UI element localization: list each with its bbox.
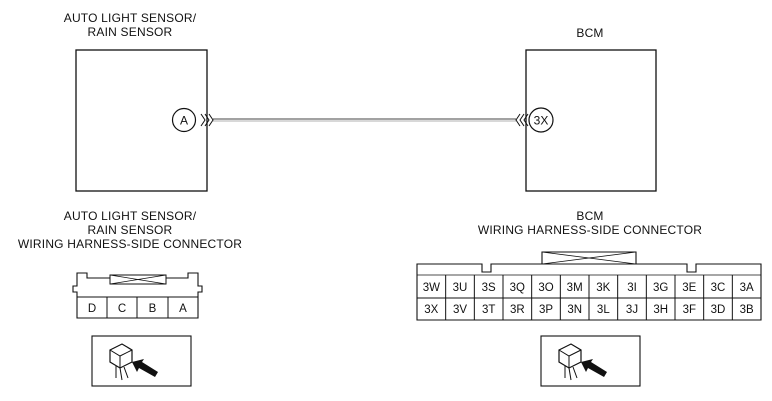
- bcm-box: [525, 49, 657, 192]
- bcm-pin: 3N: [567, 304, 582, 316]
- sensor-pin: B: [149, 303, 157, 315]
- bcm-pin: 3F: [683, 304, 696, 316]
- sensor-title-line-1: AUTO LIGHT SENSOR/: [63, 11, 197, 25]
- bcm-pin: 3R: [510, 304, 525, 316]
- bcm-pin: 3P: [539, 304, 553, 316]
- sensor-pin: A: [179, 303, 187, 315]
- bcm-pin: 3H: [653, 304, 668, 316]
- sensor-connector-title-line-2: RAIN SENSOR: [87, 223, 173, 237]
- bcm-pin: 3C: [711, 282, 726, 294]
- sensor-terminal-circle: [171, 107, 197, 133]
- bcm-title: BCM: [576, 26, 604, 40]
- sensor-terminal-label: A: [180, 114, 188, 128]
- bcm-connector-title: BCM WIRING HARNESS-SIDE CONNECTOR: [430, 209, 750, 237]
- bcm-pin: 3Q: [510, 282, 525, 294]
- connector-view-arrow-icon: [540, 335, 641, 387]
- bcm-pin: 3T: [482, 304, 495, 316]
- bcm-connector-face: 3W 3U 3S 3Q 3O 3M 3K 3I 3G 3E 3C 3A 3X 3V 3T 3R 3P 3N 3L 3J…: [416, 251, 762, 321]
- bcm-pin: 3G: [653, 282, 668, 294]
- bcm-pin: 3A: [740, 282, 754, 294]
- sensor-connector-title: AUTO LIGHT SENSOR/ RAIN SENSOR WIRING HA…: [0, 209, 260, 251]
- bcm-connector-title-line-1: BCM: [576, 209, 604, 223]
- bcm-pin: 3V: [453, 304, 467, 316]
- bcm-pin: 3I: [627, 282, 637, 294]
- bcm-pin: 3U: [453, 282, 468, 294]
- bcm-pin: 3L: [597, 304, 610, 316]
- bcm-pin: 3O: [538, 282, 553, 294]
- sensor-terminal: A: [171, 107, 214, 133]
- sensor-pin: D: [88, 303, 96, 315]
- bcm-terminal-circle: [528, 107, 554, 133]
- sensor-connector-title-line-1: AUTO LIGHT SENSOR/: [63, 209, 197, 223]
- bcm-pin: 3D: [711, 304, 726, 316]
- bcm-pin: 3K: [596, 282, 610, 294]
- bcm-pin: 3X: [424, 304, 438, 316]
- sensor-connector-title-line-3: WIRING HARNESS-SIDE CONNECTOR: [17, 237, 243, 251]
- sensor-connector-face: D C B A: [72, 272, 203, 319]
- bcm-pin: 3S: [482, 282, 496, 294]
- bcm-pin: 3W: [423, 282, 440, 294]
- bcm-connector-title-line-2: WIRING HARNESS-SIDE CONNECTOR: [477, 223, 703, 237]
- bcm-pin: 3M: [567, 282, 583, 294]
- bcm-pin: 3B: [740, 304, 754, 316]
- bcm-pin: 3J: [626, 304, 638, 316]
- sensor-title-line-2: RAIN SENSOR: [87, 25, 173, 39]
- sensor-pin: C: [118, 303, 126, 315]
- sensor-title: AUTO LIGHT SENSOR/ RAIN SENSOR: [20, 11, 240, 39]
- bcm-pin: 3E: [682, 282, 696, 294]
- bcm-terminal: 3X: [515, 107, 554, 133]
- sensor-box: [75, 49, 208, 192]
- bcm-terminal-label: 3X: [534, 114, 549, 128]
- connector-view-arrow-icon: [91, 335, 192, 387]
